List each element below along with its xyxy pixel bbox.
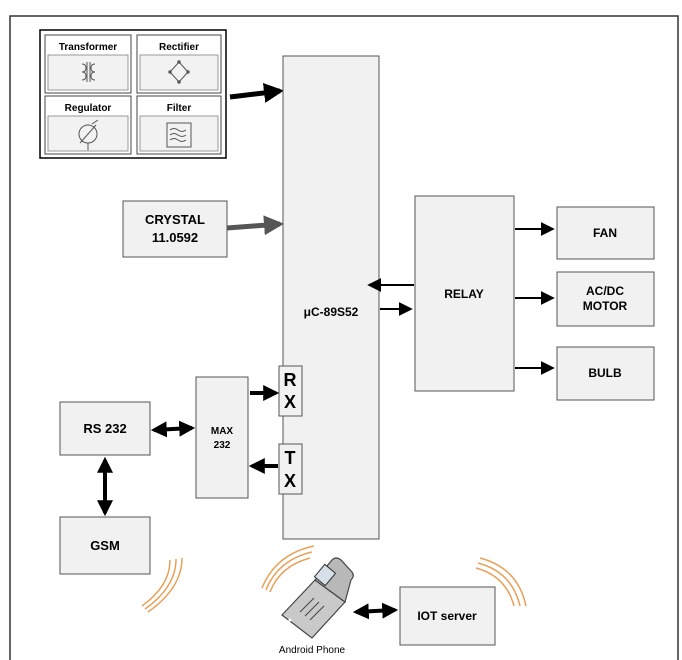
rectifier-label: Rectifier <box>159 42 199 53</box>
transformer-label: Transformer <box>59 42 117 53</box>
rx-label-r: R <box>284 370 297 390</box>
gsm-label: GSM <box>90 538 120 553</box>
iot-server-label: IOT server <box>417 609 477 623</box>
relay-label: RELAY <box>444 287 484 301</box>
server-wireless-wave-icon <box>475 557 527 607</box>
rs232-max-arrow <box>150 420 196 438</box>
phone-wireless-wave-icon <box>261 545 315 593</box>
microcontroller-label: μC-89S52 <box>304 305 359 319</box>
android-phone-label: Android Phone <box>279 645 346 656</box>
power-supply-group: Transformer Rectifier Regulat <box>39 29 227 159</box>
iot-server-block: IOT server <box>399 586 496 646</box>
transformer-block: Transformer <box>44 34 132 94</box>
bulb-label: BULB <box>588 366 622 380</box>
transformer-icon <box>81 62 96 82</box>
filter-icon <box>166 122 192 148</box>
tx-label-t: T <box>285 448 296 468</box>
relay-block: RELAY <box>414 195 515 392</box>
phone-server-arrow <box>352 602 399 620</box>
regulator-label: Regulator <box>65 103 112 114</box>
filter-label: Filter <box>167 103 192 114</box>
motor-block: AC/DC MOTOR <box>556 271 655 327</box>
motor-label-line2: MOTOR <box>583 299 628 313</box>
max232-label-line2: 232 <box>214 440 231 451</box>
filter-block: Filter <box>136 95 222 155</box>
bulb-block: BULB <box>556 346 655 401</box>
gsm-block: GSM <box>59 516 151 575</box>
rx-label-x: X <box>284 392 296 412</box>
tx-pin: T X <box>278 443 303 495</box>
rs232-block: RS 232 <box>59 401 151 456</box>
crystal-arrow <box>226 215 284 236</box>
tx-label-x: X <box>284 471 296 491</box>
rectifier-bridge-icon <box>168 60 190 84</box>
outer-frame <box>9 15 679 660</box>
gsm-wireless-wave-icon <box>141 557 183 613</box>
fan-block: FAN <box>556 206 655 260</box>
rx-pin: R X <box>278 365 303 417</box>
rs232-label: RS 232 <box>83 421 126 436</box>
crystal-block: CRYSTAL 11.0592 <box>122 200 228 258</box>
crystal-label-line2: 11.0592 <box>152 230 198 245</box>
max232-label-line1: MAX <box>211 426 234 437</box>
regulator-icon <box>78 119 99 150</box>
crystal-label-line1: CRYSTAL <box>145 212 205 227</box>
motor-label-line1: AC/DC <box>586 284 624 298</box>
max232-block: MAX 232 <box>195 376 249 499</box>
power-arrow <box>229 82 284 103</box>
rectifier-block: Rectifier <box>136 34 222 94</box>
android-phone-icon <box>281 557 354 639</box>
fan-label: FAN <box>593 226 617 240</box>
regulator-block: Regulator <box>44 95 132 155</box>
